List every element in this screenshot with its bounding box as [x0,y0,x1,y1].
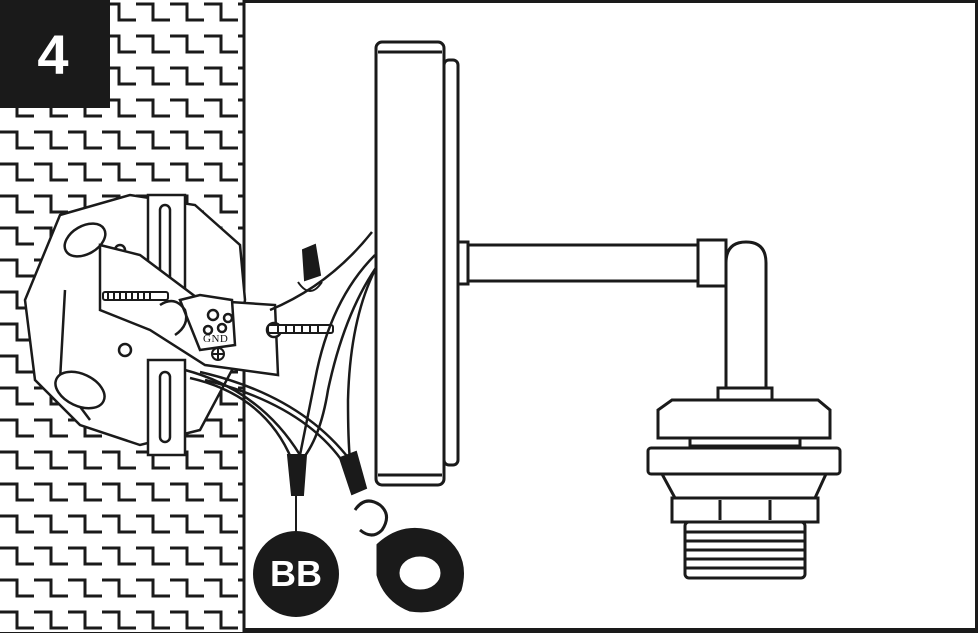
fixture-arm [456,238,768,394]
lamp-socket [646,386,842,580]
mounting-screw-top [102,291,169,301]
wire-connector-left [286,454,308,496]
mounting-bracket [98,193,283,457]
mounting-screw-bottom [267,324,334,334]
part-callout-bb: BB [253,531,339,617]
ground-label: GND [203,333,229,345]
hand-twist-icon [353,499,464,613]
step-number-badge: 4 [0,0,110,108]
fixture-canopy [374,40,460,487]
ground-screw-icon [211,347,225,361]
fixture-wires [184,231,382,466]
wire-nut-icon [297,243,323,292]
wire-connector-right [338,450,368,496]
